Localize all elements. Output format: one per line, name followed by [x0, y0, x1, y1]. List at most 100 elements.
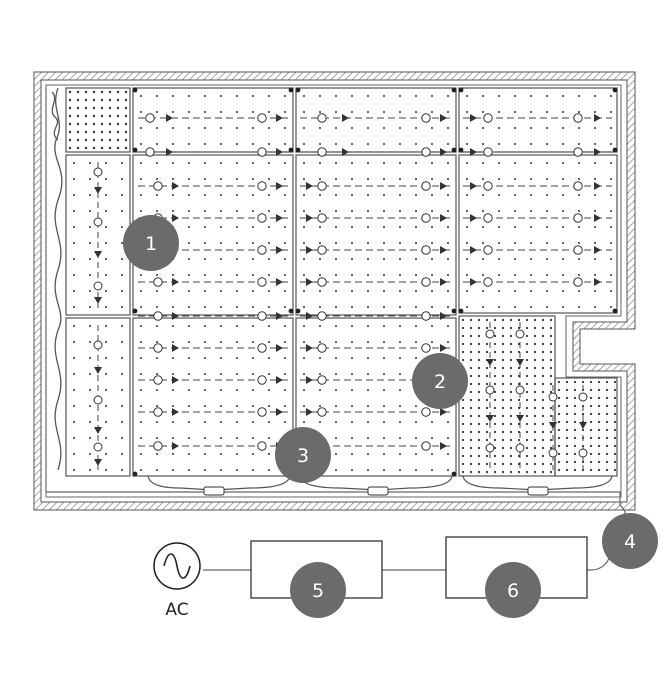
- dot: [68, 146, 72, 150]
- dot: [188, 389, 190, 391]
- element-diode: [594, 182, 601, 190]
- callout-badge: [412, 353, 468, 409]
- dot: [469, 358, 473, 362]
- dot: [268, 437, 270, 439]
- dot: [501, 374, 505, 378]
- dot: [319, 258, 321, 260]
- element-diode: [276, 376, 283, 384]
- dot: [268, 421, 270, 423]
- dot: [485, 342, 489, 346]
- dot: [204, 258, 206, 260]
- dot: [76, 146, 80, 150]
- dot: [573, 420, 577, 424]
- dot: [399, 111, 401, 113]
- dot: [367, 357, 369, 359]
- dot: [485, 398, 489, 402]
- element-diode: [486, 415, 494, 422]
- element-diode: [486, 359, 494, 366]
- dot: [156, 373, 158, 375]
- dot: [140, 95, 142, 97]
- dot: [252, 162, 254, 164]
- element-node: [257, 311, 267, 321]
- dot: [399, 357, 401, 359]
- element-diode: [172, 442, 179, 450]
- dot: [578, 290, 580, 292]
- dot: [156, 194, 158, 196]
- dot: [399, 127, 401, 129]
- dot: [188, 143, 190, 145]
- element-node: [578, 448, 588, 458]
- dot: [121, 469, 123, 471]
- dot: [156, 341, 158, 343]
- element-node: [257, 113, 267, 123]
- dot: [546, 226, 548, 228]
- dot: [252, 178, 254, 180]
- element-node: [317, 181, 327, 191]
- dot: [335, 325, 337, 327]
- dot: [252, 226, 254, 228]
- dot: [92, 106, 96, 110]
- dot: [447, 290, 449, 292]
- dot: [477, 438, 481, 442]
- dot: [252, 357, 254, 359]
- dot: [84, 138, 88, 142]
- dot: [597, 436, 601, 440]
- dot: [562, 194, 564, 196]
- dot: [319, 290, 321, 292]
- heating-element-row: [138, 375, 290, 385]
- dot: [447, 143, 449, 145]
- dot: [573, 468, 577, 472]
- dot: [73, 325, 75, 327]
- dot: [319, 325, 321, 327]
- dot: [525, 462, 529, 466]
- dot: [498, 95, 500, 97]
- dot: [121, 162, 123, 164]
- heating-element-column: [93, 162, 103, 308]
- dot: [252, 306, 254, 308]
- element-diode: [440, 214, 447, 222]
- dot: [533, 358, 537, 362]
- element-diode: [594, 148, 601, 156]
- dot: [498, 242, 500, 244]
- dot: [68, 138, 72, 142]
- dot: [268, 111, 270, 113]
- element-node: [515, 329, 525, 339]
- dot: [514, 95, 516, 97]
- dot: [549, 366, 553, 370]
- dot: [303, 290, 305, 292]
- heating-element-column: [578, 385, 588, 470]
- dot: [477, 374, 481, 378]
- dot: [509, 334, 513, 338]
- dot: [73, 306, 75, 308]
- dot: [367, 143, 369, 145]
- dot: [613, 412, 617, 416]
- dot: [399, 405, 401, 407]
- dot: [172, 389, 174, 391]
- dot: [415, 306, 417, 308]
- dot: [493, 462, 497, 466]
- element-node: [93, 167, 103, 177]
- dot: [335, 453, 337, 455]
- dot: [236, 210, 238, 212]
- dot: [351, 405, 353, 407]
- dot: [319, 405, 321, 407]
- dot: [415, 95, 417, 97]
- dot: [461, 326, 465, 330]
- dot: [204, 389, 206, 391]
- dot: [594, 127, 596, 129]
- dot: [597, 428, 601, 432]
- dot: [573, 428, 577, 432]
- mat-connector: [367, 486, 389, 496]
- dot: [236, 421, 238, 423]
- dot: [399, 325, 401, 327]
- panel-corner-dot: [295, 87, 301, 93]
- dot: [383, 143, 385, 145]
- dot: [351, 421, 353, 423]
- dot: [493, 398, 497, 402]
- dot: [351, 306, 353, 308]
- dot: [284, 178, 286, 180]
- dot: [351, 178, 353, 180]
- dot: [140, 469, 142, 471]
- dot: [415, 325, 417, 327]
- dot: [335, 162, 337, 164]
